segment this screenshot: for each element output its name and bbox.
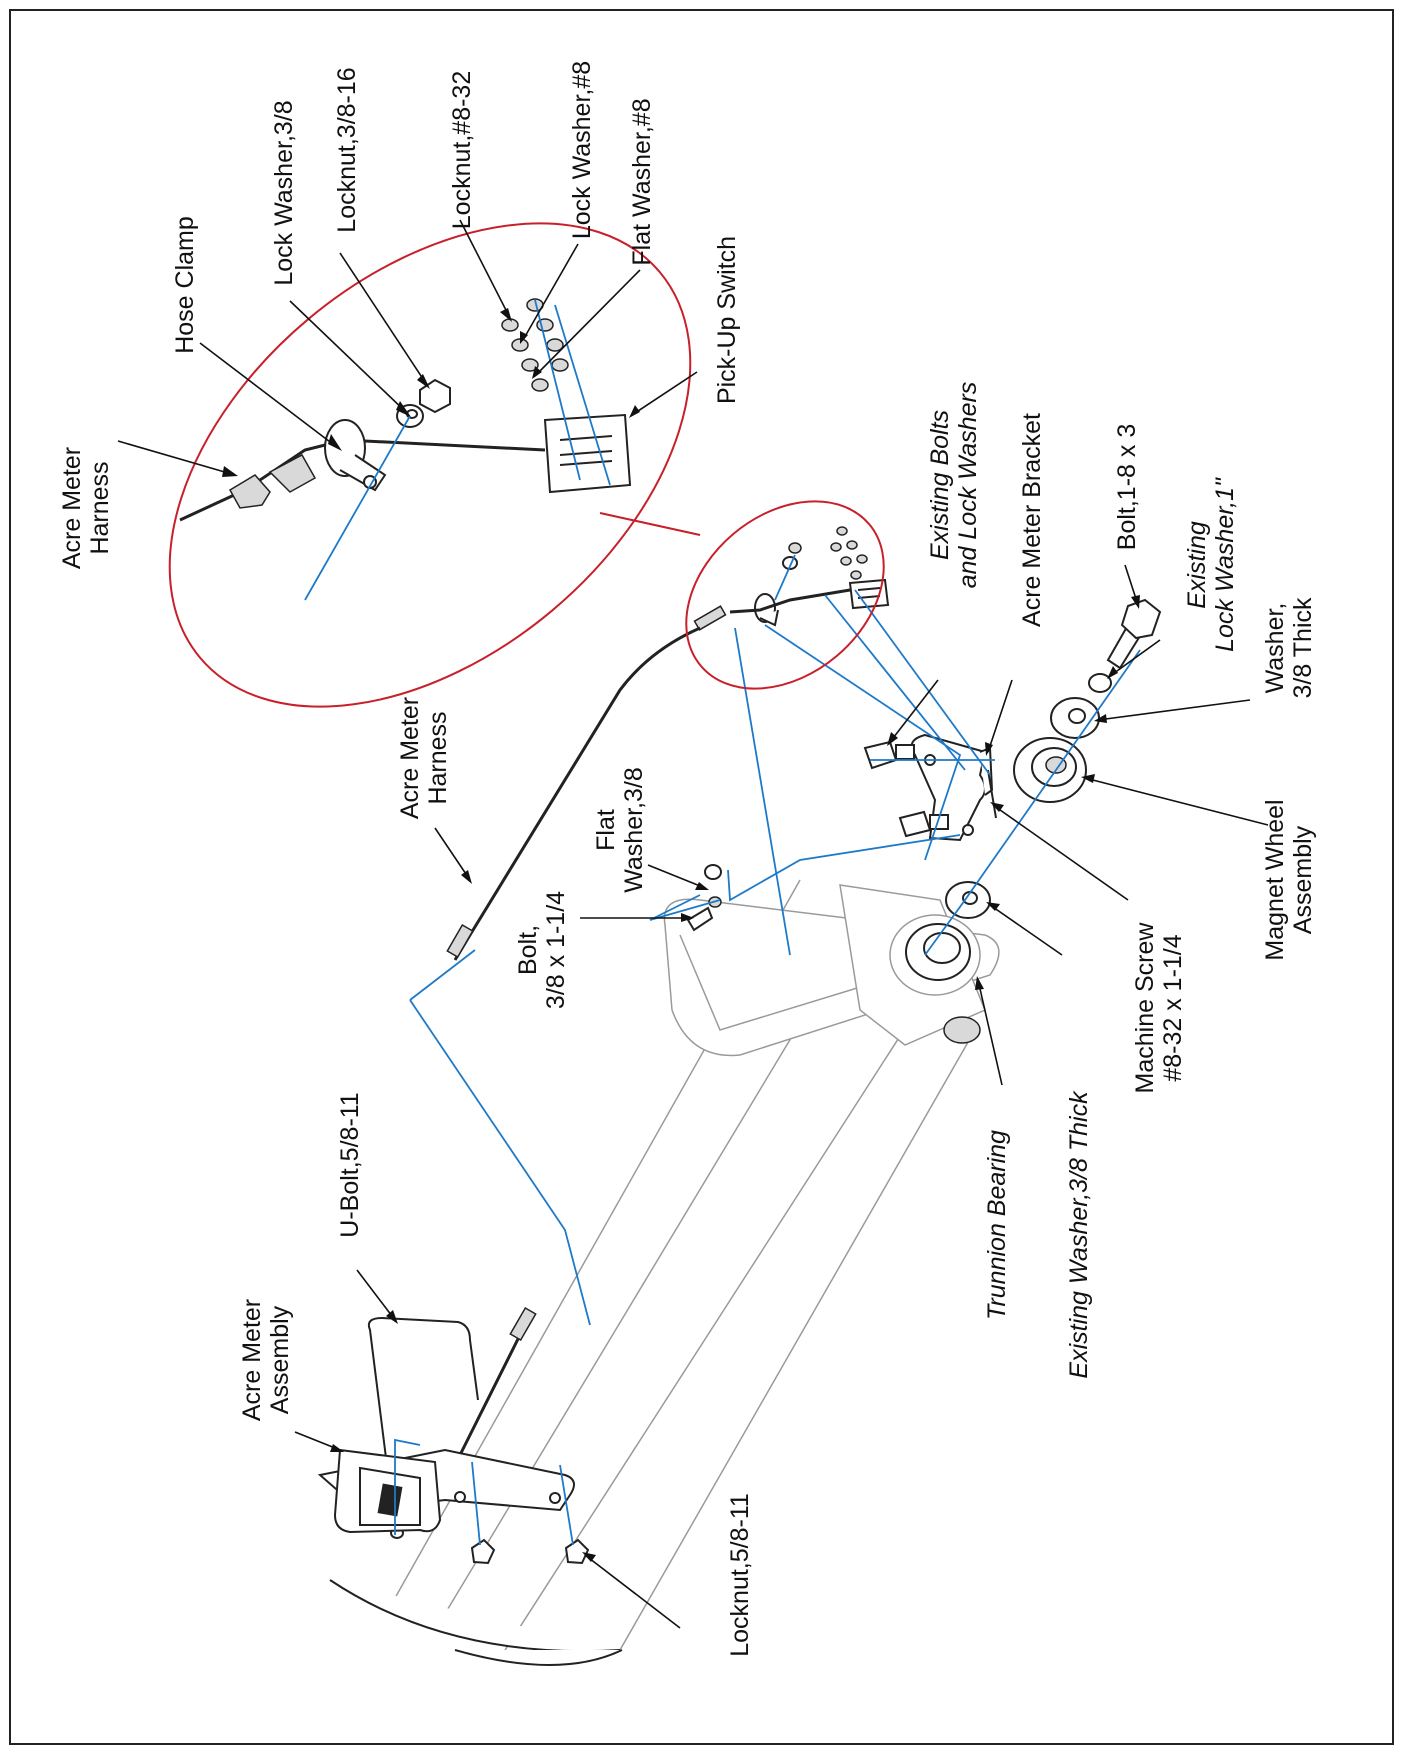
svg-text:#8-32 x 1-1/4: #8-32 x 1-1/4	[1159, 934, 1187, 1081]
alignment-lines	[394, 554, 1141, 1546]
svg-text:Magnet Wheel: Magnet Wheel	[1261, 799, 1289, 960]
label-bolt-1-8x3: Bolt,1-8 x 3	[1113, 424, 1141, 550]
pickup-cable-small	[729, 588, 851, 614]
svg-text:Existing: Existing	[1183, 521, 1211, 609]
detail-connector	[599, 512, 701, 536]
artwork	[168, 222, 1162, 1666]
magnet-wheel-part	[1013, 737, 1087, 803]
detail-circle-large	[168, 222, 692, 708]
harness-connector-low	[509, 1306, 537, 1342]
acre-meter-assembly-part	[317, 1448, 590, 1565]
svg-text:Machine Screw: Machine Screw	[1131, 922, 1159, 1094]
svg-text:Bolt,: Bolt,	[514, 925, 542, 975]
leader-lines	[117, 219, 1269, 1629]
bolt-3-8-part	[686, 864, 722, 932]
small-hardware	[830, 526, 868, 580]
svg-text:Harness: Harness	[424, 711, 452, 804]
svg-text:Washer,: Washer,	[1261, 603, 1289, 694]
svg-text:Acre Meter: Acre Meter	[238, 1299, 266, 1421]
small-connector	[693, 605, 727, 631]
svg-text:3/8 Thick: 3/8 Thick	[1289, 597, 1317, 698]
svg-text:Acre Meter: Acre Meter	[58, 447, 86, 569]
label-u-bolt: U-Bolt,5/8-11	[336, 1092, 364, 1237]
label-flat-washer-3-8: Flat Washer,3/8	[592, 767, 648, 893]
label-locknut-8-32: Locknut,#8-32	[448, 71, 476, 229]
label-locknut-3-8-16: Locknut,3/8-16	[333, 67, 361, 232]
harness-connector-mid	[446, 923, 474, 959]
label-acre-meter-harness-top: Acre Meter Harness	[58, 447, 114, 569]
pickup-switch-small	[848, 578, 890, 610]
label-trunnion-bearing: Trunnion Bearing	[983, 1130, 1011, 1320]
existing-washer-part	[945, 881, 991, 919]
label-flat-washer-8: Flat Washer,#8	[628, 98, 656, 265]
detail-parts	[179, 298, 632, 522]
label-lock-washer-8: Lock Washer,#8	[568, 61, 596, 239]
label-acre-meter-bracket: Acre Meter Bracket	[1018, 413, 1046, 627]
label-existing-lock-washer: Existing Lock Washer,1"	[1183, 477, 1239, 652]
bolt-1-8x3-part	[1106, 598, 1162, 670]
lock-washer-1-part	[1088, 673, 1112, 693]
label-washer-3-8-thick: Washer, 3/8 Thick	[1261, 597, 1317, 698]
svg-text:Harness: Harness	[86, 461, 114, 554]
svg-text:Existing Bolts: Existing Bolts	[926, 410, 954, 560]
svg-text:Assembly: Assembly	[1289, 825, 1317, 934]
label-bolt-3-8: Bolt, 3/8 x 1-1/4	[514, 891, 570, 1009]
svg-text:3/8 x 1-1/4: 3/8 x 1-1/4	[542, 891, 570, 1009]
label-existing-bolts: Existing Bolts and Lock Washers	[926, 382, 982, 589]
page-frame	[9, 9, 1394, 1745]
svg-text:Flat: Flat	[592, 809, 620, 851]
label-pick-up-switch: Pick-Up Switch	[713, 236, 741, 404]
existing-bolts-part	[863, 740, 949, 838]
svg-text:Assembly: Assembly	[266, 1305, 294, 1414]
svg-text:Acre Meter: Acre Meter	[396, 697, 424, 819]
labels: Acre Meter Harness Hose Clamp Lock Washe…	[58, 61, 1317, 1657]
label-locknut-5-8-11: Locknut,5/8-11	[726, 1493, 754, 1657]
detail-circle-small	[685, 500, 885, 690]
label-magnet-wheel: Magnet Wheel Assembly	[1261, 799, 1317, 960]
detail-alignment-lines	[304, 299, 611, 601]
label-existing-washer: Existing Washer,3/8 Thick	[1065, 1090, 1093, 1379]
label-hose-clamp: Hose Clamp	[171, 216, 199, 354]
label-acre-meter-assembly: Acre Meter Assembly	[238, 1299, 294, 1421]
svg-text:Washer,3/8: Washer,3/8	[620, 767, 648, 893]
label-machine-screw: Machine Screw #8-32 x 1-1/4	[1131, 922, 1187, 1094]
svg-text:and Lock Washers: and Lock Washers	[954, 382, 982, 589]
label-acre-meter-harness-mid: Acre Meter Harness	[396, 697, 452, 819]
label-lock-washer-3-8: Lock Washer,3/8	[270, 100, 298, 285]
washer-3-8-part	[1050, 697, 1100, 739]
svg-text:Lock Washer,1": Lock Washer,1"	[1211, 477, 1239, 652]
acre-meter-harness-cable	[453, 626, 701, 961]
